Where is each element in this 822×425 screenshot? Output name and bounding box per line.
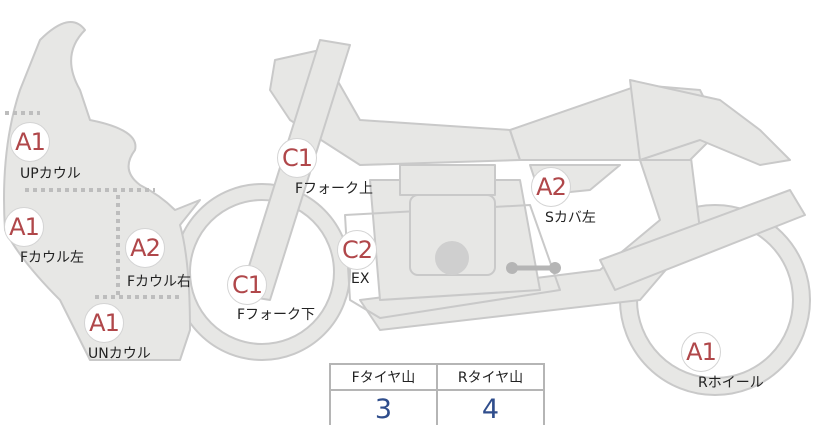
- tire-tread-table: Fタイヤ山 Rタイヤ山 3 4: [329, 363, 545, 425]
- front-tire-value: 3: [329, 389, 438, 425]
- part-label-side-cover-left: Sカバ左: [545, 210, 596, 226]
- part-label-f-cowl-right: Fカウル右: [127, 274, 192, 290]
- part-label-f-cowl-left: Fカウル左: [20, 250, 85, 266]
- damage-grade-badge: A1: [4, 207, 44, 247]
- part-label-exhaust: EX: [351, 271, 370, 287]
- muffler: [599, 189, 806, 291]
- front-tire-header: Fタイヤ山: [329, 363, 438, 391]
- part-label-rear-wheel: Rホイール: [698, 375, 764, 391]
- exhaust: [344, 204, 561, 319]
- part-label-f-fork-lower: Fフォーク下: [237, 307, 316, 323]
- damage-grade-badge: C1: [277, 138, 317, 178]
- damage-grade-badge: A1: [681, 332, 721, 372]
- damage-grade-badge: C1: [227, 265, 267, 305]
- part-label-up-cowl: UPカウル: [20, 166, 81, 182]
- rear-tire-value: 4: [436, 389, 545, 425]
- damage-grade-badge: A2: [531, 167, 571, 207]
- tail: [629, 79, 791, 166]
- part-label-un-cowl: UNカウル: [88, 346, 151, 362]
- rear-tire-header: Rタイヤ山: [436, 363, 545, 391]
- damage-grade-badge: C2: [337, 230, 377, 270]
- damage-grade-badge: A1: [84, 303, 124, 343]
- part-label-f-fork-upper: Fフォーク上: [295, 181, 374, 197]
- damage-grade-badge: A1: [10, 122, 50, 162]
- damage-grade-badge: A2: [125, 228, 165, 268]
